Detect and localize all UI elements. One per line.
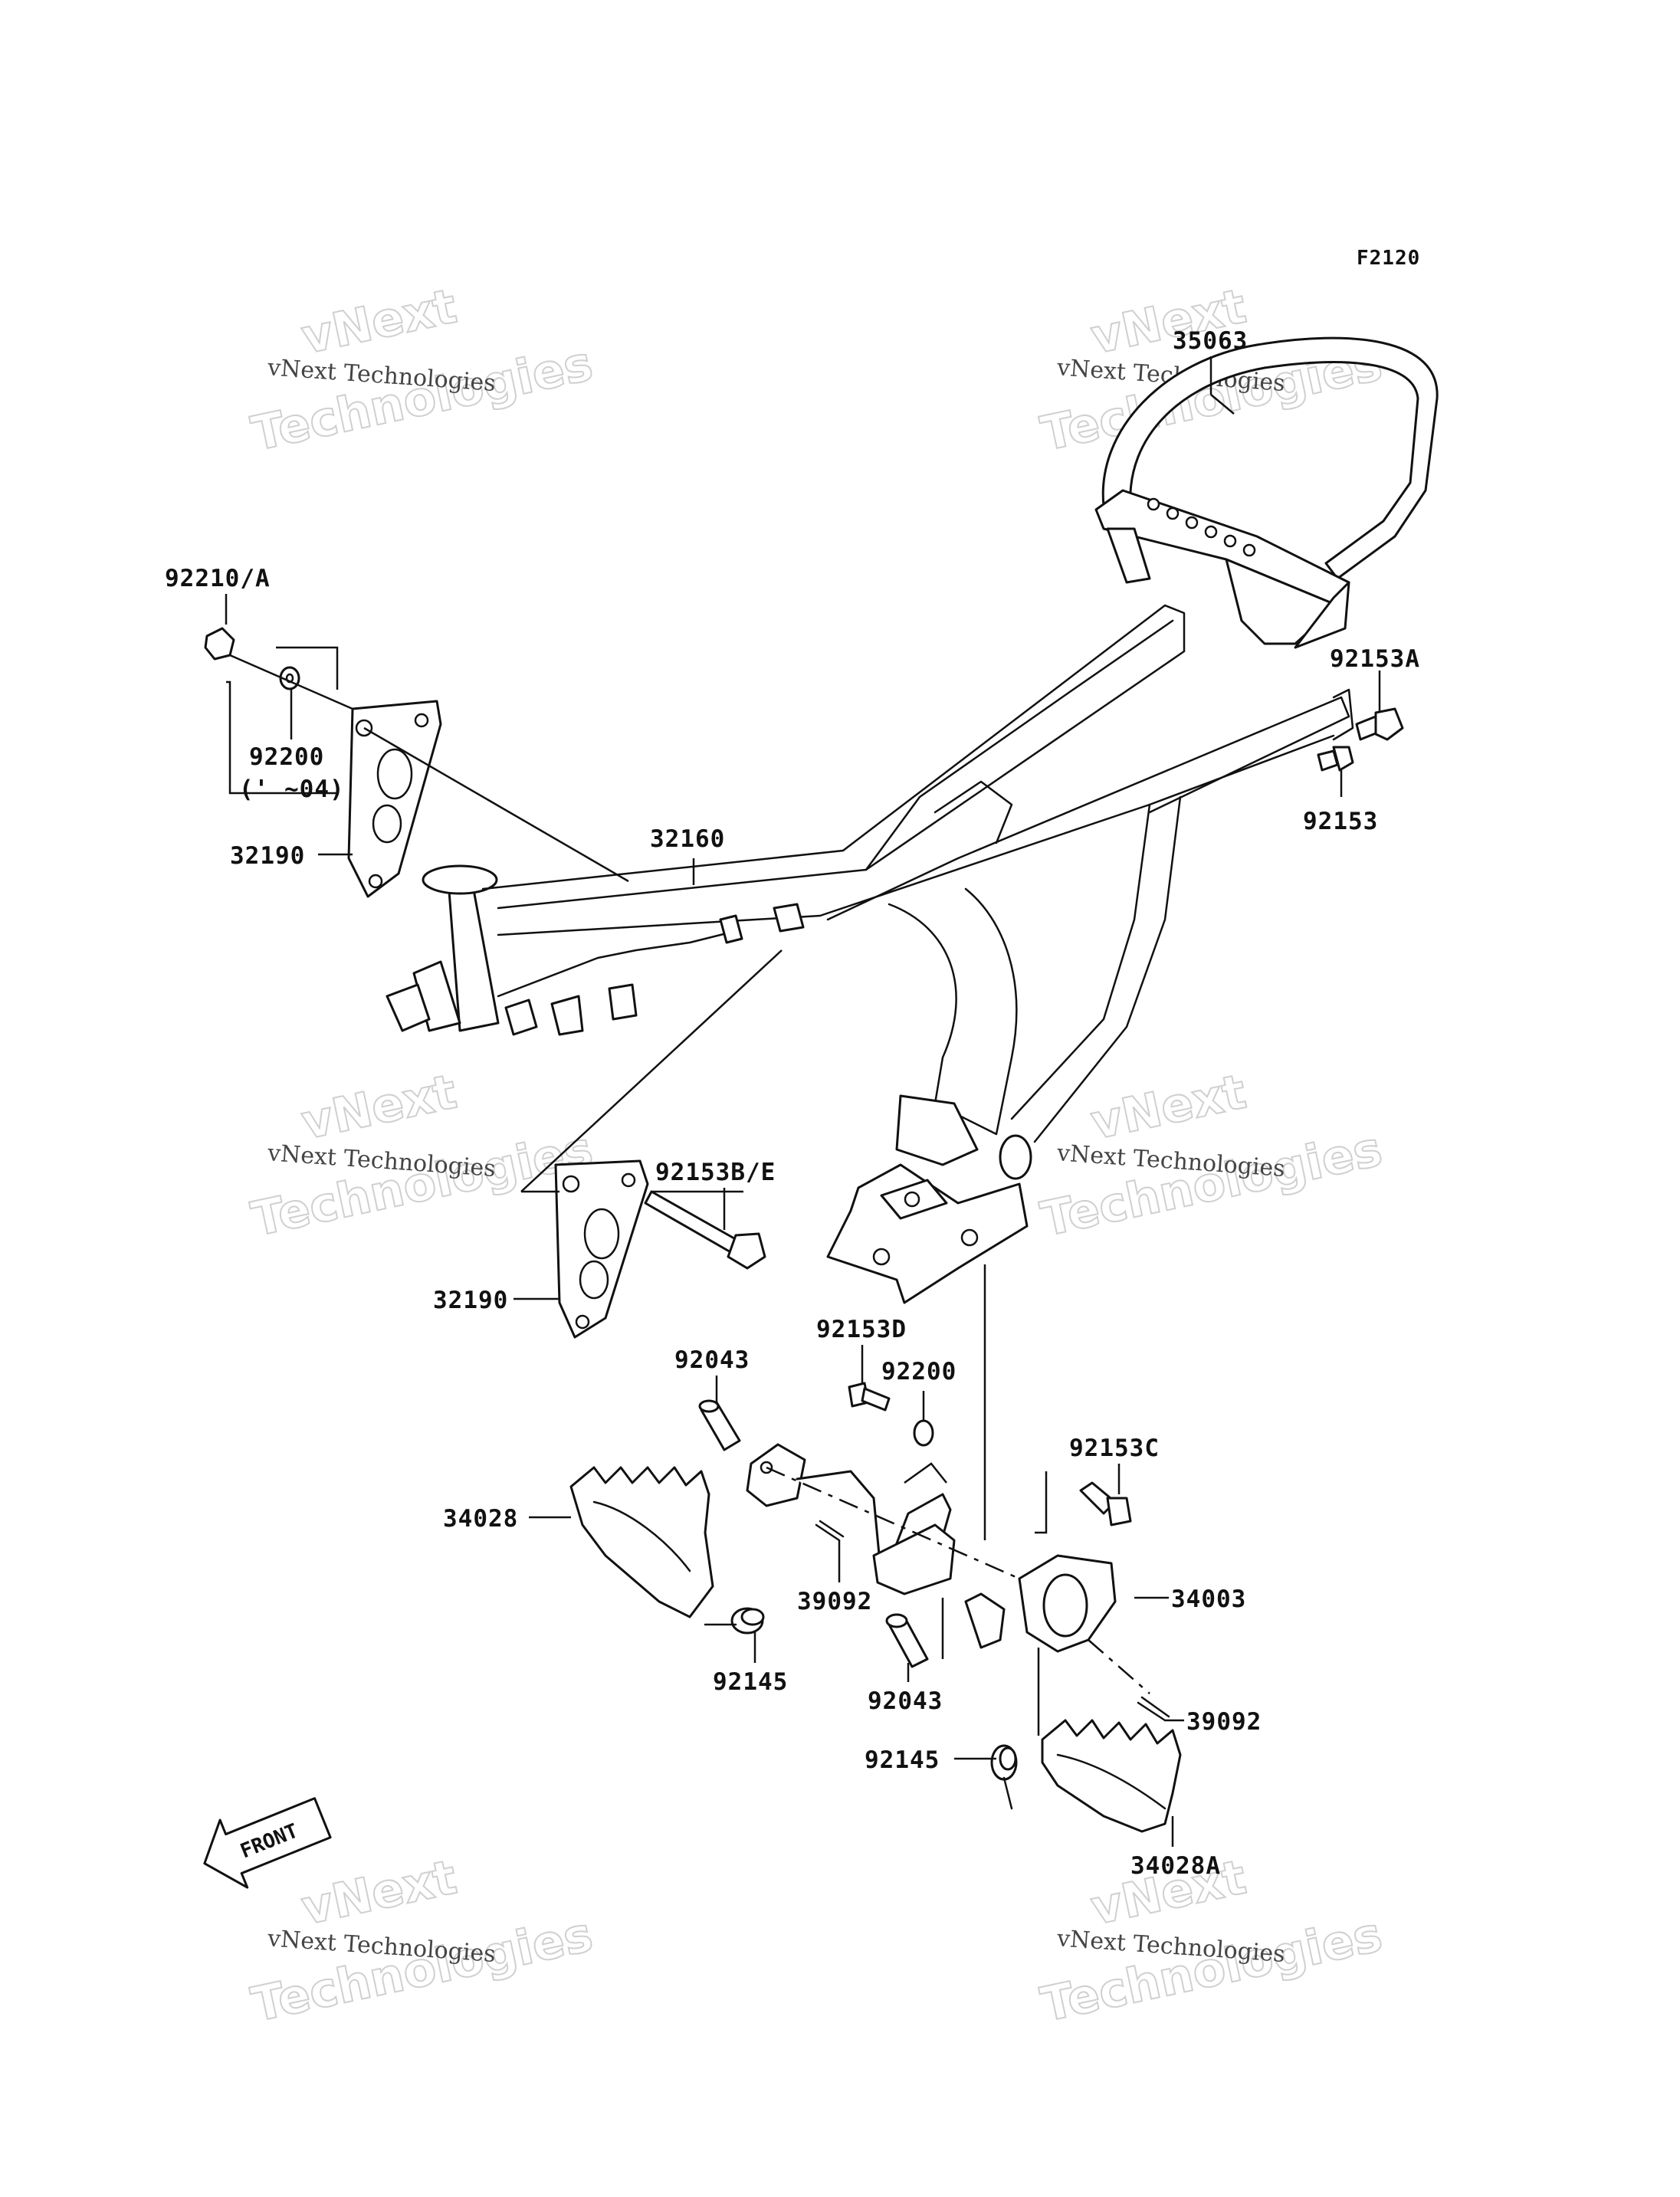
watermark-top-left: vNext Technologies vNext Technologies <box>246 277 598 463</box>
watermark-mid-right: vNext Technologies vNext Technologies <box>1035 1063 1387 1248</box>
engine-plate-upper-drawing <box>347 700 442 898</box>
label-92145-upper: 92145 <box>713 1668 788 1696</box>
watermark-large-2: Technologies <box>1036 1906 1386 2032</box>
part-labels: 35063 92210/A 92200 (' ~04) 32190 32160 … <box>165 327 1420 1880</box>
label-92200-note: (' ~04) <box>239 776 345 803</box>
watermark-bottom-left: vNext Technologies vNext Technologies <box>246 1848 598 2034</box>
label-92145-lower: 92145 <box>865 1746 940 1774</box>
small-bolts-upper-drawing <box>1317 707 1404 772</box>
watermark-large-2: Technologies <box>1036 1120 1386 1247</box>
watermark-large-2: Technologies <box>247 1120 597 1247</box>
long-bolt-drawing <box>644 1190 766 1270</box>
label-39092-lower: 39092 <box>1186 1708 1262 1736</box>
label-34028: 34028 <box>443 1505 518 1533</box>
watermark-large-1: vNext <box>297 1849 461 1936</box>
label-92153d: 92153D <box>816 1316 907 1343</box>
label-92043-lower: 92043 <box>868 1687 943 1715</box>
label-92043-upper: 92043 <box>674 1346 750 1374</box>
label-92153c: 92153C <box>1069 1435 1160 1462</box>
footpeg-assembly-drawing <box>569 1382 1182 1833</box>
leader-lines <box>225 356 1381 1847</box>
label-92153: 92153 <box>1303 808 1378 835</box>
watermark-large-2: Technologies <box>247 335 597 461</box>
label-35063: 35063 <box>1173 327 1248 355</box>
engine-plate-lower-drawing <box>554 1159 649 1339</box>
label-92200-upper: 92200 <box>249 743 324 771</box>
label-92210a: 92210/A <box>165 565 271 592</box>
watermark-mid-left: vNext Technologies vNext Technologies <box>246 1063 598 1248</box>
figure-code: F2120 <box>1357 247 1420 270</box>
rear-carrier-drawing <box>1094 336 1439 649</box>
main-frame-drawing <box>386 604 1354 1304</box>
front-arrow-icon <box>203 1797 332 1889</box>
label-34003: 34003 <box>1171 1585 1246 1613</box>
label-32190-upper: 32190 <box>230 842 305 870</box>
label-92153a: 92153A <box>1330 645 1420 673</box>
watermark-large-2: Technologies <box>247 1906 597 2032</box>
centre-lines <box>766 1466 1150 1694</box>
label-32160: 32160 <box>650 825 725 853</box>
label-32190-lower: 32190 <box>433 1287 508 1314</box>
label-92200-lower: 92200 <box>881 1358 956 1385</box>
label-39092-upper: 39092 <box>797 1588 872 1615</box>
watermark-large-1: vNext <box>297 1064 461 1151</box>
label-92153be: 92153B/E <box>655 1159 776 1186</box>
watermark-large-1: vNext <box>1086 1064 1251 1151</box>
label-34028a: 34028A <box>1130 1852 1221 1880</box>
watermark-large-1: vNext <box>297 278 461 366</box>
